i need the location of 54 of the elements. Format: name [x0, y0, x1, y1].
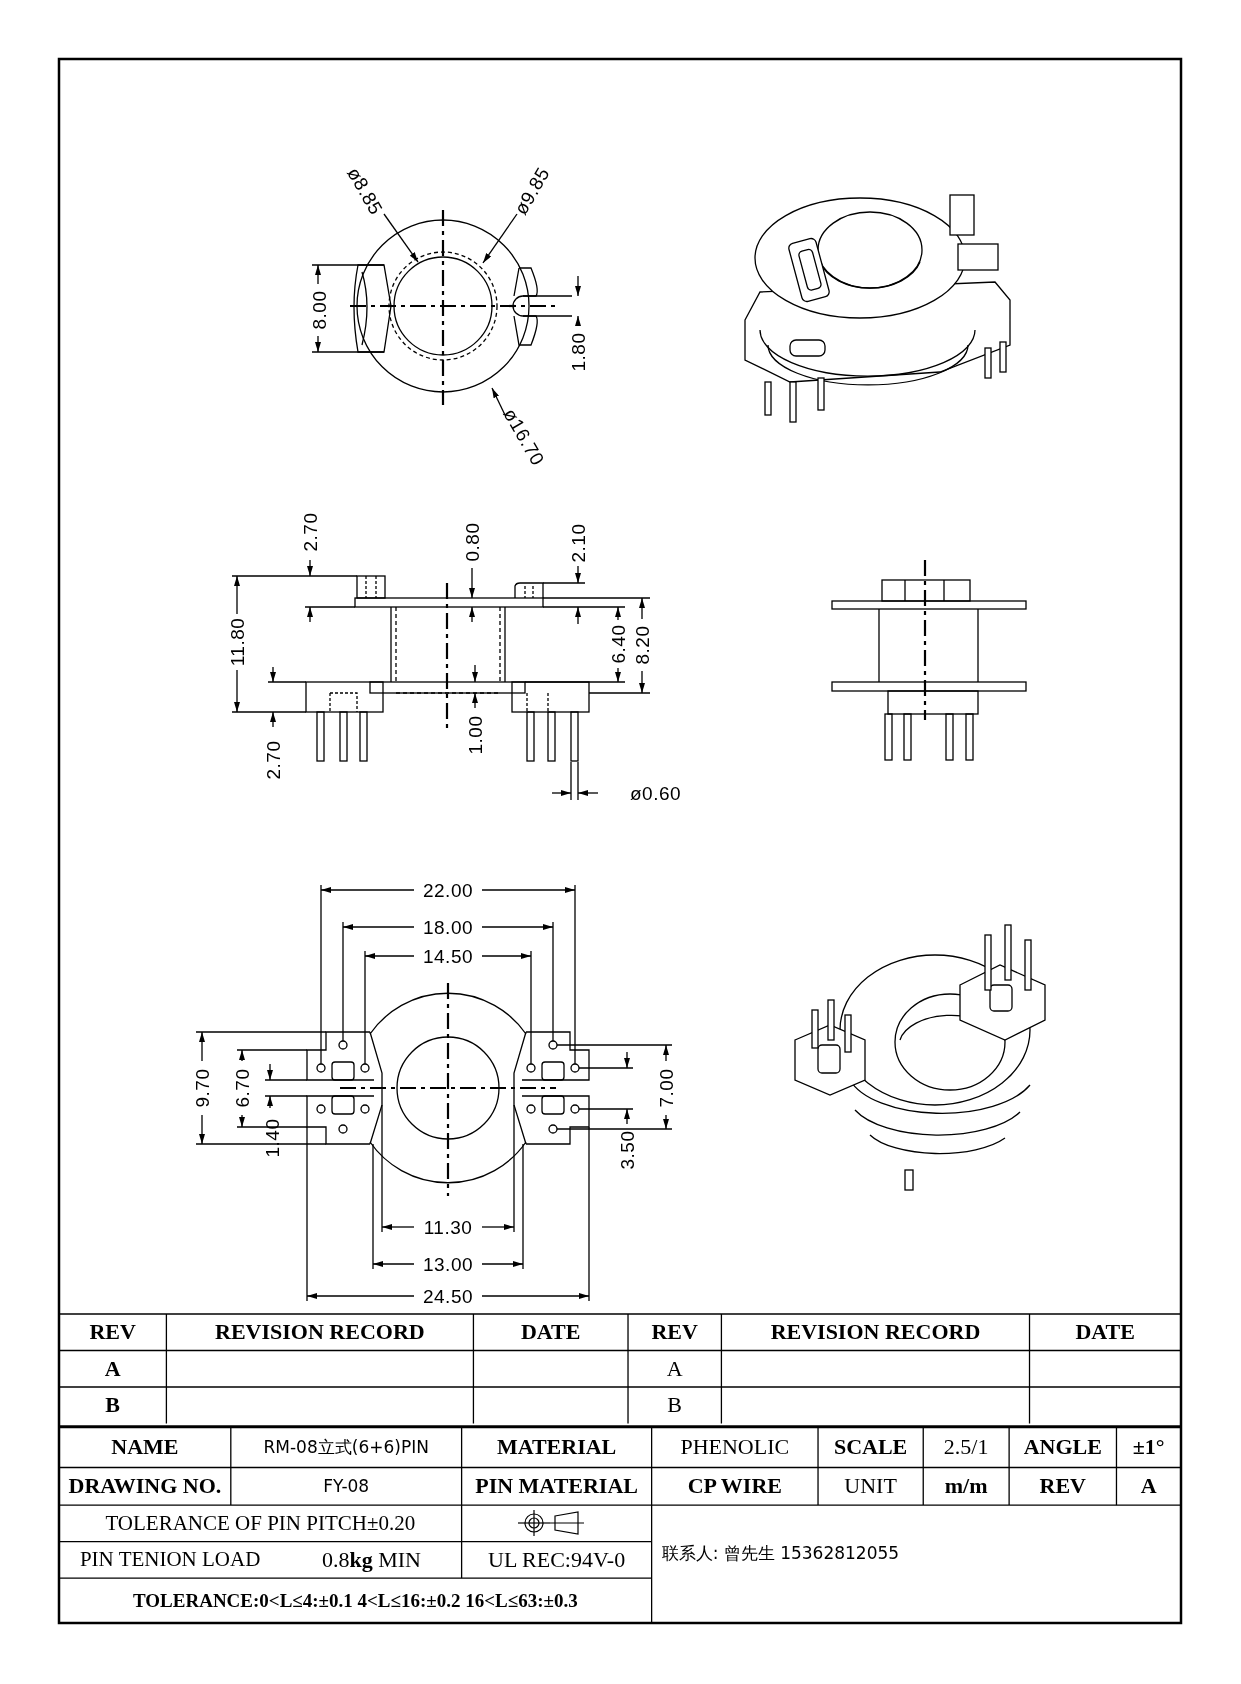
table-header: REV — [89, 1321, 136, 1344]
tolerance-note: TOLERANCE OF PIN PITCH±0.20 — [105, 1512, 416, 1534]
dimension-label: 2.70 — [300, 512, 320, 552]
dimension-label: 13.00 — [423, 1254, 473, 1274]
tolerance-note: TOLERANCE:0<L≤4:±0.1 4<L≤16:±0.2 16<L≤63:±0.3 — [133, 1591, 578, 1611]
dimension-label: 14.50 — [423, 946, 473, 966]
table-header: SCALE — [833, 1436, 908, 1459]
table-header: UNIT — [844, 1475, 897, 1498]
table-header: REV — [1039, 1475, 1086, 1498]
table-header: PIN TENION LOAD — [79, 1549, 261, 1571]
table-header: MATERIAL — [496, 1436, 617, 1459]
dimension-label: 3.50 — [617, 1130, 637, 1170]
table-header: DATE — [1075, 1321, 1135, 1344]
table-value: FY-08 — [323, 1477, 370, 1495]
table-header: DATE — [520, 1321, 581, 1344]
revision-letter: B — [105, 1394, 121, 1417]
dimension-label: 11.30 — [423, 1217, 473, 1237]
dimension-label: 2.70 — [263, 740, 283, 780]
table-header: REVISION RECORD — [770, 1321, 981, 1344]
dimension-label: 1.40 — [262, 1118, 282, 1158]
dimension-label: ø0.60 — [630, 783, 682, 803]
revision-letter: B — [667, 1394, 683, 1417]
revision-letter: A — [666, 1357, 683, 1380]
table-value: 2.5/1 — [943, 1436, 989, 1459]
dimension-label: 18.00 — [423, 917, 473, 937]
dimension-label: 6.70 — [232, 1068, 252, 1108]
table-header: NAME — [111, 1436, 179, 1459]
dimension-label: 22.00 — [423, 880, 473, 900]
dimension-label: 6.40 — [608, 624, 628, 664]
table-header: ANGLE — [1023, 1436, 1102, 1459]
contact-text: 联系人: 曾先生 15362812055 — [661, 1544, 900, 1562]
table-header: PIN MATERIAL — [475, 1475, 638, 1498]
dimension-label: 9.70 — [192, 1068, 212, 1108]
table-header: REV — [651, 1321, 698, 1344]
dimension-label: 1.00 — [465, 715, 485, 755]
dimension-label: 1.80 — [568, 332, 588, 372]
dimension-label: 2.10 — [568, 523, 588, 563]
dimension-label: 8.00 — [309, 290, 329, 330]
table-value: PHENOLIC — [680, 1436, 790, 1459]
table-value: m/m — [944, 1475, 988, 1498]
table-header: DRAWING NO. — [68, 1475, 222, 1498]
dimension-label: 24.50 — [423, 1286, 473, 1306]
dimension-label: 0.80 — [462, 522, 482, 562]
dimension-label: 8.20 — [632, 625, 652, 665]
table-value: UL REC:94V-0 — [488, 1548, 626, 1571]
table-value: RM-08立式(6+6)PIN — [263, 1438, 429, 1456]
dimension-label: 7.00 — [656, 1068, 676, 1108]
table-value: ±1° — [1132, 1436, 1165, 1459]
table-header: REVISION RECORD — [215, 1321, 425, 1344]
table-value: 0.8kg MIN — [321, 1548, 421, 1571]
dimension-label: 11.80 — [227, 617, 247, 667]
table-value: CP WIRE — [687, 1475, 782, 1498]
revision-letter: A — [104, 1357, 121, 1380]
table-value: A — [1140, 1475, 1157, 1498]
